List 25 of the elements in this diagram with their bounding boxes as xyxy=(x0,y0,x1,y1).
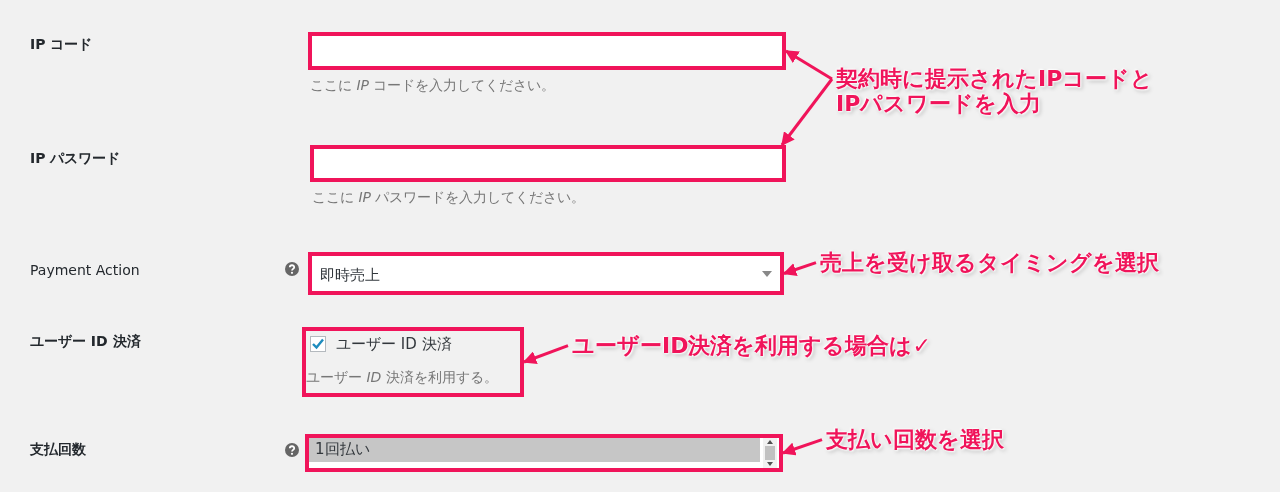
arrow xyxy=(522,344,569,365)
annotation-text: 売上を受け取るタイミングを選択 xyxy=(820,250,1240,276)
field-label: ユーザー ID 決済 xyxy=(30,333,141,351)
description-text: ユーザー ID 決済を利用する。 xyxy=(306,369,498,387)
checkbox-group xyxy=(302,327,524,397)
arrow xyxy=(781,438,823,456)
hint-text: ここに IP パスワードを入力してください。 xyxy=(312,189,586,207)
field-label: 支払回数 xyxy=(30,441,86,459)
selected-option: 1回払い xyxy=(309,438,760,462)
arrow xyxy=(780,78,834,147)
select-value: 即時売上 xyxy=(320,266,380,285)
field-label: Payment Action xyxy=(30,262,140,278)
arrow xyxy=(784,49,833,81)
checkbox-label: ユーザー ID 決済 xyxy=(336,335,452,354)
list-box xyxy=(305,434,783,472)
annotation-text: 支払い回数を選択 xyxy=(826,427,1086,453)
hint-text: ここに IP コードを入力してください。 xyxy=(310,77,556,95)
annotation-text: 契約時に提示されたIPコードとIPパスワードを入力 xyxy=(836,66,1166,117)
arrow xyxy=(782,261,817,276)
input-field xyxy=(310,145,786,182)
annotation-text: ユーザーID決済を利用する場合は✓ xyxy=(572,333,1002,359)
field-label: IP パスワード xyxy=(30,150,121,168)
field-label: IP コード xyxy=(30,36,93,54)
input-field xyxy=(308,32,786,70)
select-field xyxy=(308,252,784,295)
